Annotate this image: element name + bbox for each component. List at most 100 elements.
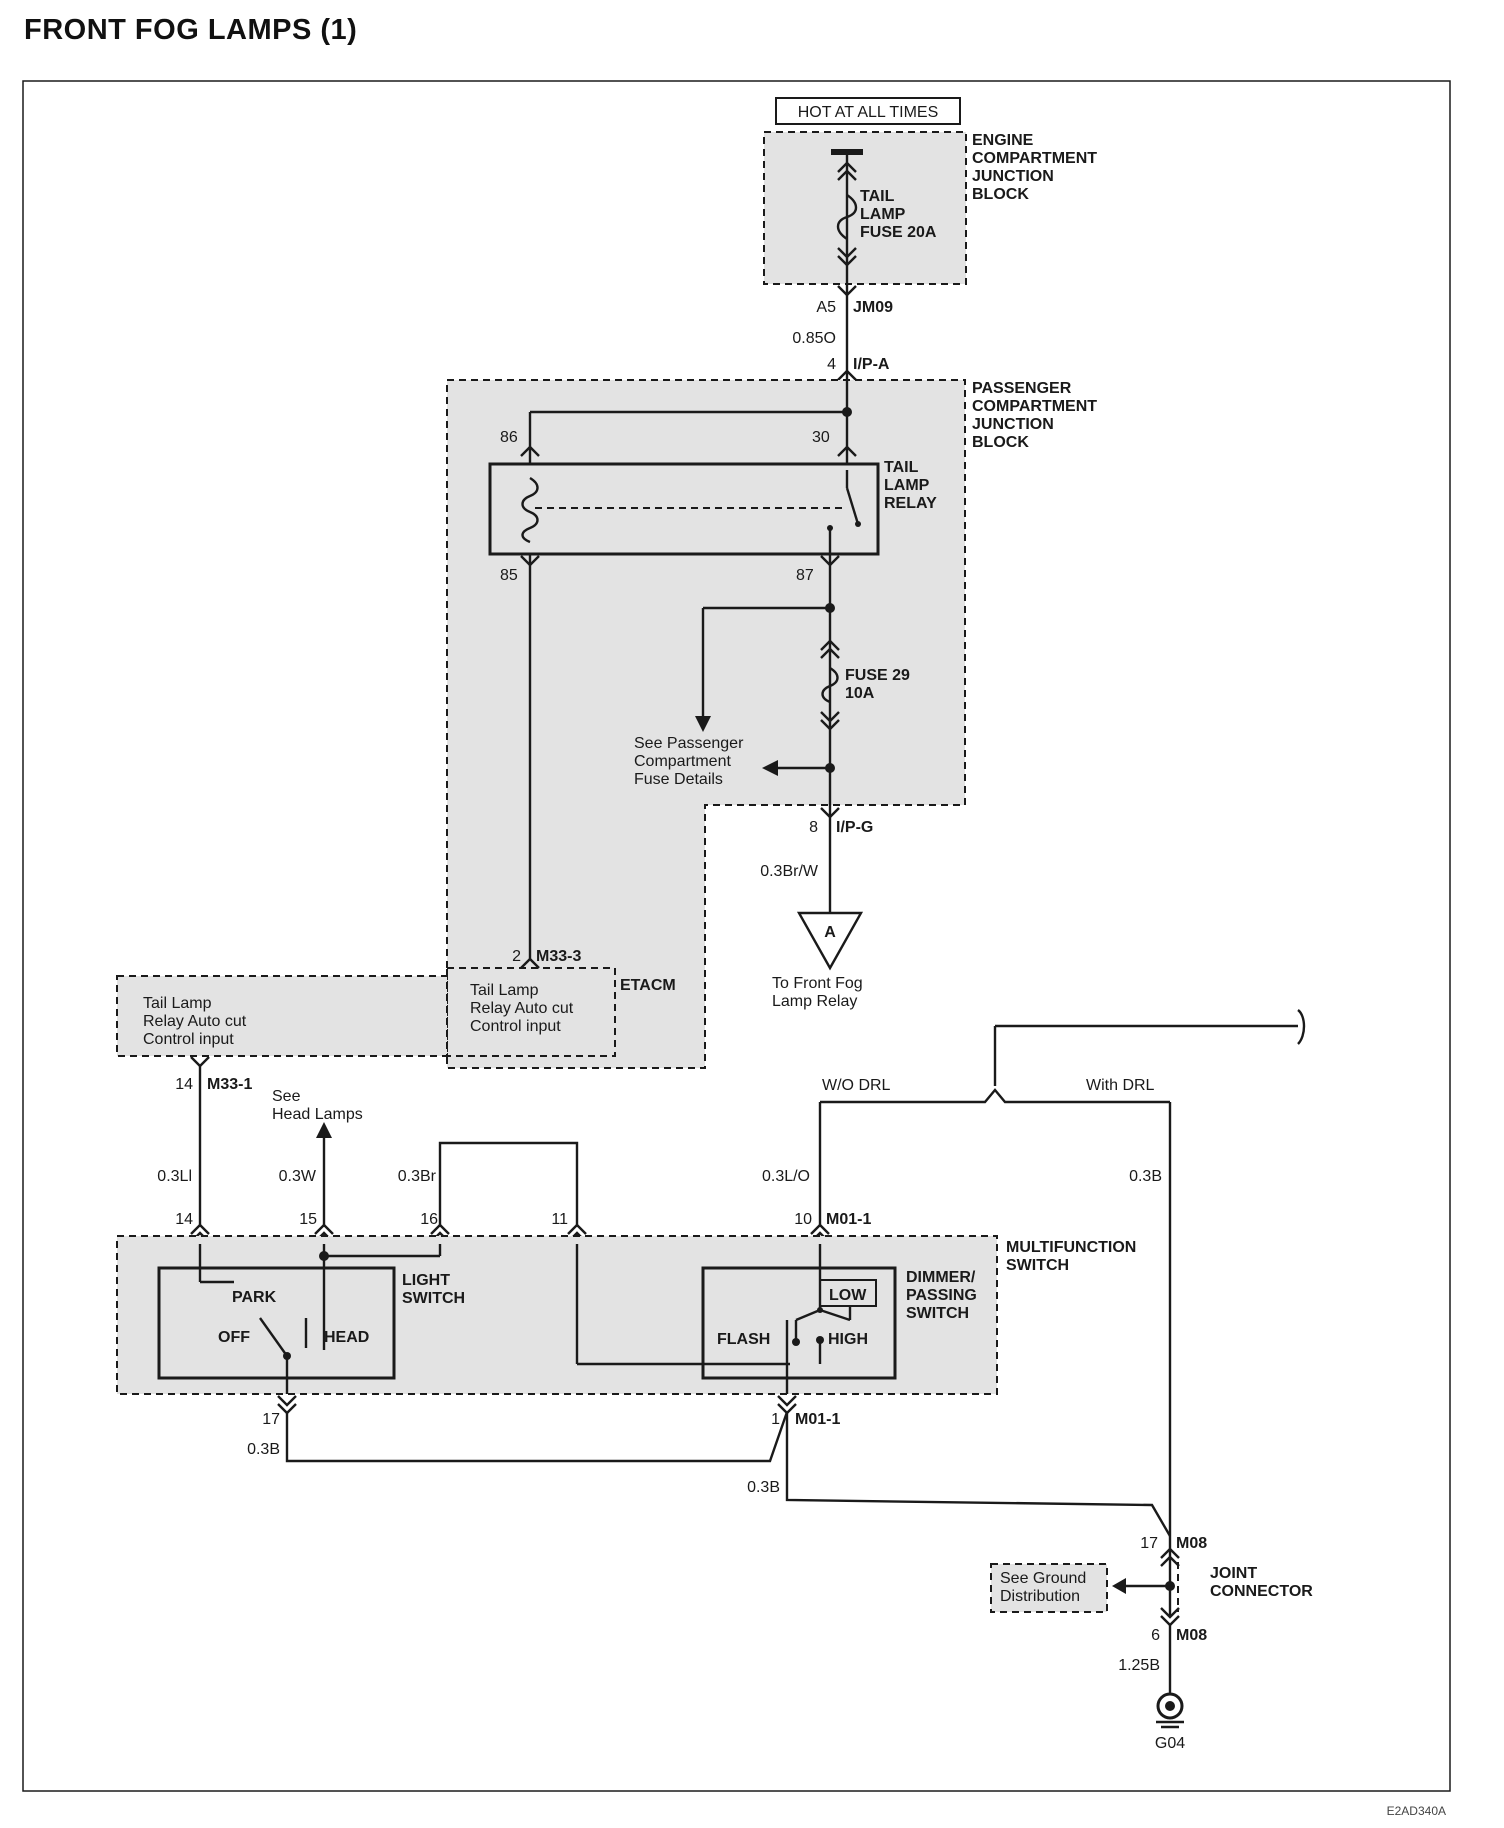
reference-code: E2AD340A <box>1387 1804 1446 1818</box>
engine-block-name: ENGINE COMPARTMENT JUNCTION BLOCK <box>972 132 1101 203</box>
ground-g04-label: G04 <box>1155 1735 1185 1752</box>
jm09-pin: A5 <box>816 299 836 316</box>
connector-chevron-icon <box>190 1223 830 1243</box>
drl-split <box>820 1088 1170 1104</box>
jm09-connector: JM09 <box>853 299 893 316</box>
wire-break-icon <box>1297 1009 1306 1045</box>
relay-pin-85: 85 <box>500 567 518 584</box>
wire-03brw-label: 0.3Br/W <box>760 863 819 880</box>
tail-lamp-relay-label: TAIL LAMP RELAY <box>884 459 937 512</box>
wire-085o-label: 0.85O <box>792 330 836 347</box>
fuse-icon <box>836 194 858 240</box>
high-label: HIGH <box>828 1331 868 1348</box>
see-head-lamps: See Head Lamps <box>272 1088 363 1123</box>
connector-chevron-icon <box>837 247 857 267</box>
connector-chevron-icon <box>190 1056 210 1068</box>
etacm-connector: M33-3 <box>536 948 581 965</box>
wire-16-11-loop <box>438 1141 579 1226</box>
flash-label: FLASH <box>717 1331 770 1348</box>
tail-lamp-relay-box <box>488 462 880 556</box>
joint-top-connector: M08 <box>1176 1535 1207 1552</box>
ipg-pin: 8 <box>809 819 818 836</box>
low-label: LOW <box>829 1287 867 1304</box>
fuse-29-label: FUSE 29 10A <box>845 667 914 702</box>
dimmer-switch-label: DIMMER/ PASSING SWITCH <box>906 1269 981 1322</box>
diagram-frame <box>22 80 1451 1792</box>
see-ground-box <box>991 1564 1107 1612</box>
m33-1-connector: M33-1 <box>207 1076 252 1093</box>
mfs-pin-14: 14 <box>175 1211 193 1228</box>
wire-125b-label: 1.25B <box>1118 1657 1160 1674</box>
connector-chevron-icon <box>837 285 857 297</box>
off-label: OFF <box>218 1329 250 1346</box>
multifunction-switch <box>116 1235 998 1395</box>
connector-chevron-icon <box>837 369 857 381</box>
mfs-top-connector: M01-1 <box>826 1211 871 1228</box>
power-source-label: HOT AT ALL TIMES <box>798 104 939 121</box>
wire-1-ground-label: 0.3B <box>747 1479 780 1496</box>
light-switch-lever-icon <box>259 1317 288 1357</box>
low-box <box>819 1279 877 1307</box>
power-source-box <box>775 97 961 125</box>
relay-pin-30: 30 <box>812 429 830 446</box>
mfs-pin-11: 11 <box>551 1211 568 1228</box>
wire-03w-label: 0.3W <box>279 1168 317 1185</box>
see-passenger-fuse-details: See Passenger Compartment Fuse Details <box>634 735 748 788</box>
joint-bottom-connector: M08 <box>1176 1627 1207 1644</box>
wire-03ll-label: 0.3Ll <box>157 1168 192 1185</box>
joint-top-pin: 17 <box>1140 1535 1158 1552</box>
ground-icon <box>1156 1692 1184 1729</box>
etacm-text: Tail Lamp Relay Auto cut Control input <box>470 982 578 1035</box>
relay-pin-87: 87 <box>796 567 814 584</box>
wire-17-ground-label: 0.3B <box>247 1441 280 1458</box>
joint-connector-label: JOINT CONNECTOR <box>1210 1565 1313 1600</box>
page-title: FRONT FOG LAMPS (1) <box>24 14 358 46</box>
tail-lamp-fuse-label: TAIL LAMP FUSE 20A <box>860 188 937 241</box>
relay-contact-icon <box>845 487 860 525</box>
mfs-bottom-connector: M01-1 <box>795 1411 840 1428</box>
connector-a-label: A <box>824 924 836 941</box>
etacm-pin: 2 <box>512 948 521 965</box>
connector-chevron-icon <box>837 161 857 181</box>
ipa-pin: 4 <box>827 356 836 373</box>
mfs-pin-10: 10 <box>794 1211 812 1228</box>
fuse-icon <box>821 666 839 704</box>
arrow-up-icon <box>316 1122 332 1138</box>
light-switch-box <box>157 1266 396 1380</box>
ipa-connector: I/P-A <box>853 356 890 373</box>
ipg-connector: I/P-G <box>836 819 873 836</box>
wire-03br-label: 0.3Br <box>398 1168 437 1185</box>
left-module-box <box>117 976 447 1056</box>
mfs-pin-16: 16 <box>420 1211 438 1228</box>
passenger-block-name: PASSENGER COMPARTMENT JUNCTION BLOCK <box>972 380 1101 451</box>
mfs-pin-17: 17 <box>262 1411 280 1428</box>
light-switch-label: LIGHT SWITCH <box>402 1272 465 1307</box>
wire-03b-drl-label: 0.3B <box>1129 1168 1162 1185</box>
m33-1-pin: 14 <box>175 1076 193 1093</box>
engine-junction-block <box>763 131 967 300</box>
connector-chevron-icon <box>1160 1547 1180 1567</box>
without-drl-label: W/O DRL <box>822 1077 891 1094</box>
etacm-label: ETACM <box>620 977 676 994</box>
left-module-text: Tail Lamp Relay Auto cut Control input <box>143 995 251 1048</box>
multifunction-switch-name: MULTIFUNCTION SWITCH <box>1006 1239 1141 1274</box>
passenger-junction-block <box>446 379 966 1069</box>
see-ground-distribution: See Ground Distribution <box>1000 1570 1091 1605</box>
wire-03lo-label: 0.3L/O <box>762 1168 810 1185</box>
to-front-fog-lamp-relay: To Front Fog Lamp Relay <box>772 975 867 1010</box>
arrow-left-icon <box>1112 1578 1126 1594</box>
mfs-pin-1: 1 <box>771 1411 780 1428</box>
park-label: PARK <box>232 1289 277 1306</box>
joint-bottom-pin: 6 <box>1151 1627 1160 1644</box>
connector-a-triangle <box>796 911 864 971</box>
dimmer-passing-switch-box <box>701 1266 897 1380</box>
relay-coil-icon <box>521 476 539 544</box>
mfs-pin-15: 15 <box>299 1211 317 1228</box>
with-drl-label: With DRL <box>1086 1077 1155 1094</box>
head-label: HEAD <box>324 1329 369 1346</box>
connector-chevron-icon <box>277 1395 797 1415</box>
connector-chevron-icon <box>520 957 540 969</box>
wire-1-ground <box>785 1412 1172 1537</box>
wire-17-ground <box>285 1411 789 1463</box>
